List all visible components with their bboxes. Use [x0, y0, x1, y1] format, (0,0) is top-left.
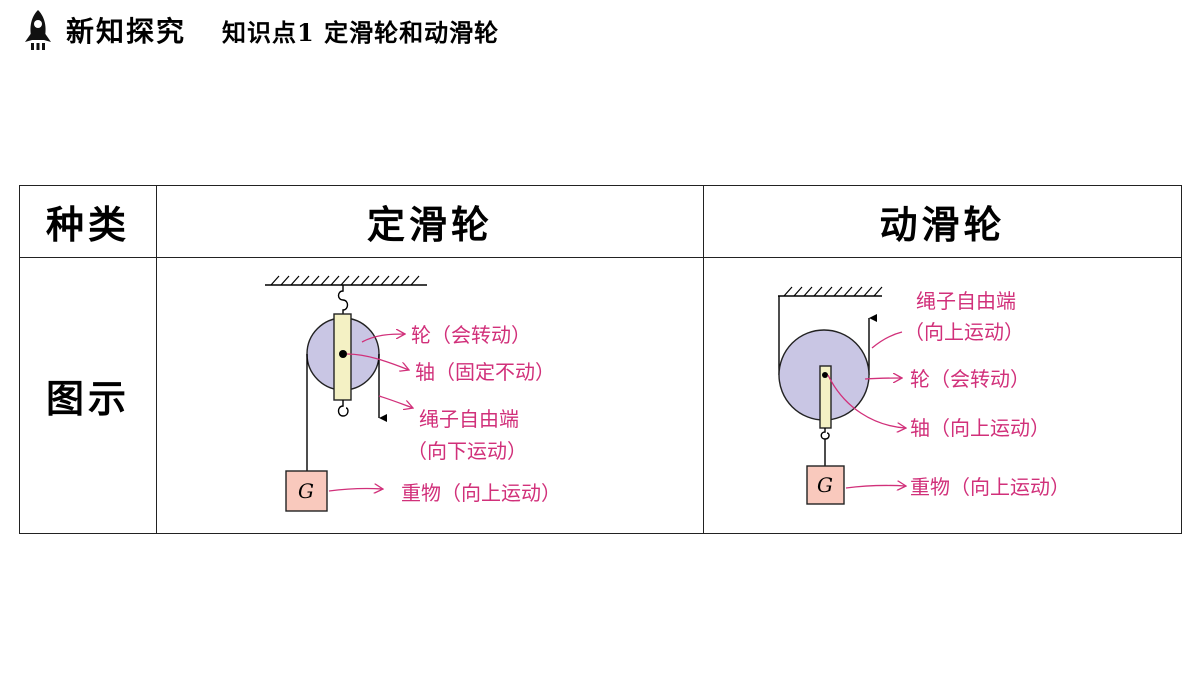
axle	[339, 350, 347, 358]
ceiling	[265, 275, 427, 286]
section-title: 新知探究	[66, 15, 187, 48]
label-wheel: 轮（会转动）	[411, 323, 531, 347]
label-rope-end: 绳子自由端	[916, 289, 1016, 313]
label-axle: 轴（向上运动）	[910, 416, 1050, 440]
movable-pulley-diagram: G 绳子自由端 （向上运动） 轮（会转动） 轴（向上运动） 重物（向上运动）	[778, 286, 1070, 505]
table-header-row: 种类 定滑轮 动滑轮	[19, 185, 1182, 258]
header: 新知探究 知识点1 定滑轮和动滑轮	[20, 8, 499, 52]
pulley-comparison-table: 种类 定滑轮 动滑轮 图示	[19, 185, 1182, 534]
label-rope-end: 绳子自由端	[419, 407, 519, 431]
label-weight: 重物（向上运动）	[401, 481, 561, 505]
rocket-icon	[25, 10, 51, 50]
label-wheel: 轮（会转动）	[910, 367, 1030, 391]
ceiling	[778, 286, 883, 297]
annotation-arrows	[328, 334, 413, 491]
header-category: 种类	[19, 185, 157, 258]
weight-block	[285, 470, 328, 512]
weight-symbol: G	[817, 473, 833, 497]
weight-block	[806, 465, 845, 505]
table-diagram-row: 图示	[19, 257, 1182, 534]
bottom-hook	[337, 400, 349, 417]
top-hook	[337, 285, 349, 316]
bottom-hook	[820, 428, 830, 440]
label-rope-end-motion: （向下运动）	[407, 439, 527, 463]
fixed-pulley-diagram: G 轮（会转动） 轴（固定不动） 绳子自由端 （向下运动） 重物（向上运动）	[265, 275, 561, 512]
fixed-pulley-cell: G 轮（会转动） 轴（固定不动） 绳子自由端 （向下运动） 重物（向上运动）	[156, 257, 704, 534]
annotation-arrows	[827, 331, 906, 488]
label-rope-end-motion: （向上运动）	[904, 320, 1024, 344]
axle	[822, 372, 828, 378]
row-label-diagram: 图示	[19, 257, 157, 534]
weight-symbol: G	[298, 479, 314, 503]
topic-title: 知识点1 定滑轮和动滑轮	[222, 17, 500, 47]
header-fixed-pulley: 定滑轮	[156, 185, 704, 258]
label-axle: 轴（固定不动）	[415, 360, 555, 384]
header-movable-pulley: 动滑轮	[703, 185, 1182, 258]
label-weight: 重物（向上运动）	[910, 475, 1070, 499]
movable-pulley-cell: G 绳子自由端 （向上运动） 轮（会转动） 轴（向上运动） 重物（向上运动）	[703, 257, 1182, 534]
